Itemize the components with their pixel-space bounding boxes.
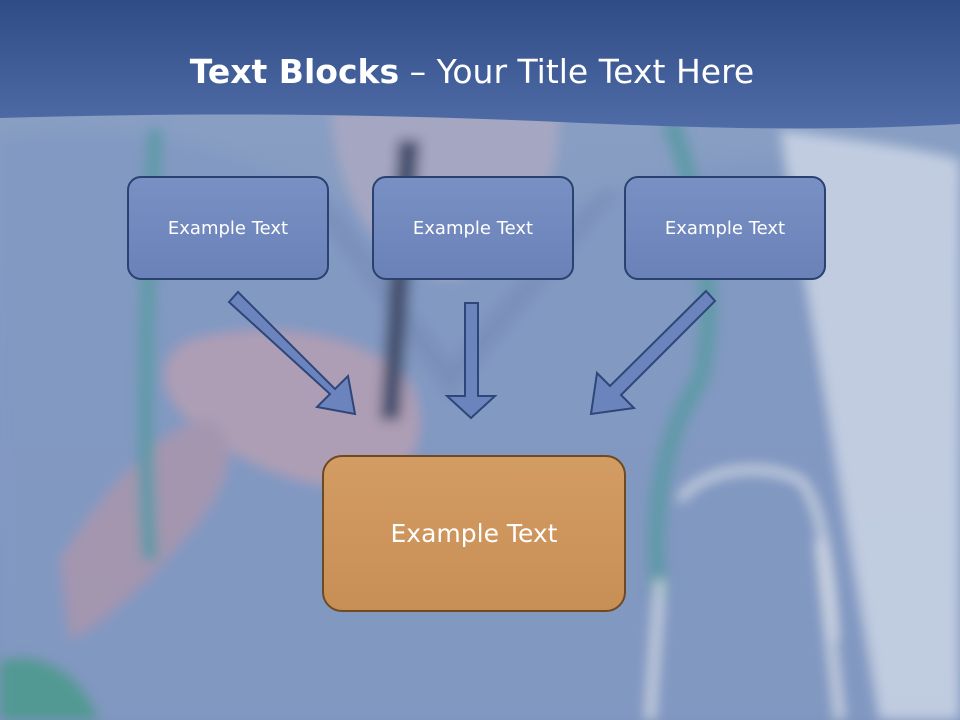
top-box-1-label: Example Text (167, 217, 289, 239)
top-box-2-label: Example Text (412, 217, 534, 239)
top-box-3-label: Example Text (664, 217, 786, 239)
bottom-box-label: Example Text (390, 519, 558, 548)
top-box-1: Example Text (127, 176, 329, 280)
title-dash: – (399, 52, 437, 91)
arrow-down-icon (444, 302, 498, 420)
title-rest: Your Title Text Here (436, 52, 755, 91)
slide-title: Text Blocks – Your Title Text Here (0, 52, 944, 91)
arrow-right-icon (589, 289, 717, 416)
header-band (0, 0, 960, 129)
title-bold: Text Blocks (189, 52, 400, 91)
top-box-3: Example Text (624, 176, 826, 280)
arrow-left-icon (227, 290, 357, 416)
top-box-2: Example Text (372, 176, 574, 280)
bottom-box: Example Text (322, 455, 626, 612)
